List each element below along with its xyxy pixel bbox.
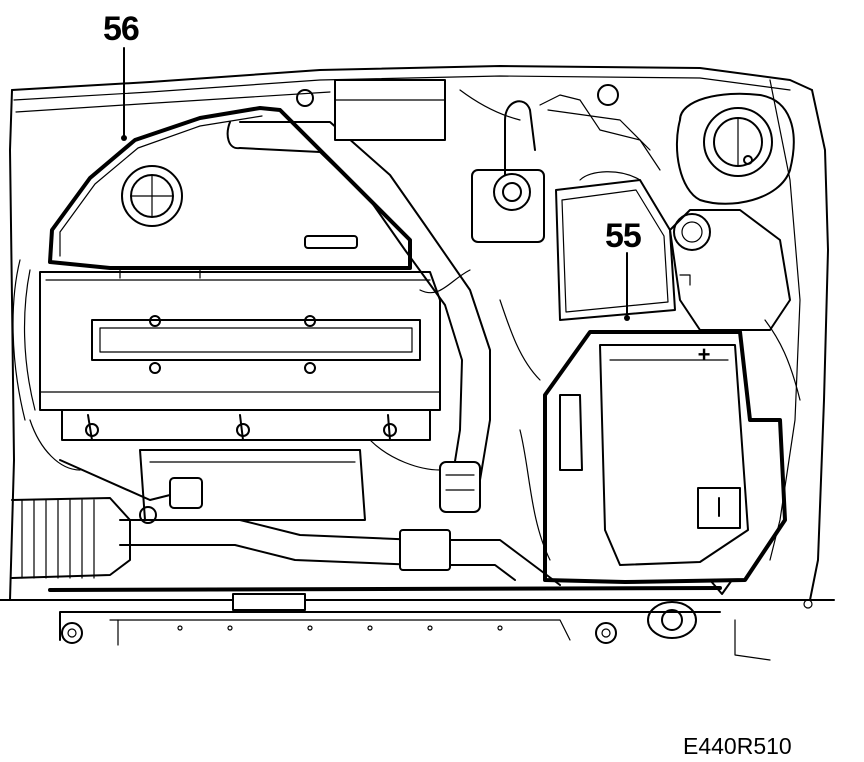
upper-module <box>296 79 619 141</box>
bolt-icon <box>149 315 161 327</box>
callout-battery-label: 55 <box>605 217 642 255</box>
bolt-icon <box>296 89 314 107</box>
front-crossmember <box>0 586 835 661</box>
washer-fluid-reservoir <box>669 209 791 331</box>
reservoir-cap-icon <box>703 107 773 177</box>
callout-engine-cover-label: 56 <box>103 10 140 48</box>
coolant-reservoir <box>676 92 795 205</box>
battery: + <box>519 330 787 595</box>
bolt-icon <box>304 362 316 374</box>
oil-filler-cap-icon <box>121 165 183 227</box>
cam-cover <box>39 271 441 441</box>
wiring-harness <box>369 79 801 561</box>
bolt-icon <box>149 362 161 374</box>
engine-block <box>12 259 366 521</box>
washer-cap-icon <box>673 213 711 251</box>
connector-icon <box>439 461 481 513</box>
bulkhead-outline <box>9 65 829 601</box>
lower-coolant-pipe <box>119 519 561 586</box>
bolt-icon <box>61 622 83 644</box>
intake-hose <box>226 121 491 513</box>
callout-leaders <box>121 47 630 321</box>
relay-box <box>555 171 676 321</box>
clamp-icon <box>139 506 157 524</box>
figure-reference-code: E440R510 <box>683 733 792 759</box>
bolt-icon <box>595 622 617 644</box>
bolt-icon <box>304 315 316 327</box>
air-intake-duct <box>11 459 203 579</box>
engine-cover <box>48 106 412 279</box>
mount-icon <box>647 601 697 639</box>
brake-fluid-reservoir <box>471 94 661 243</box>
battery-positive-icon: + <box>698 342 711 367</box>
